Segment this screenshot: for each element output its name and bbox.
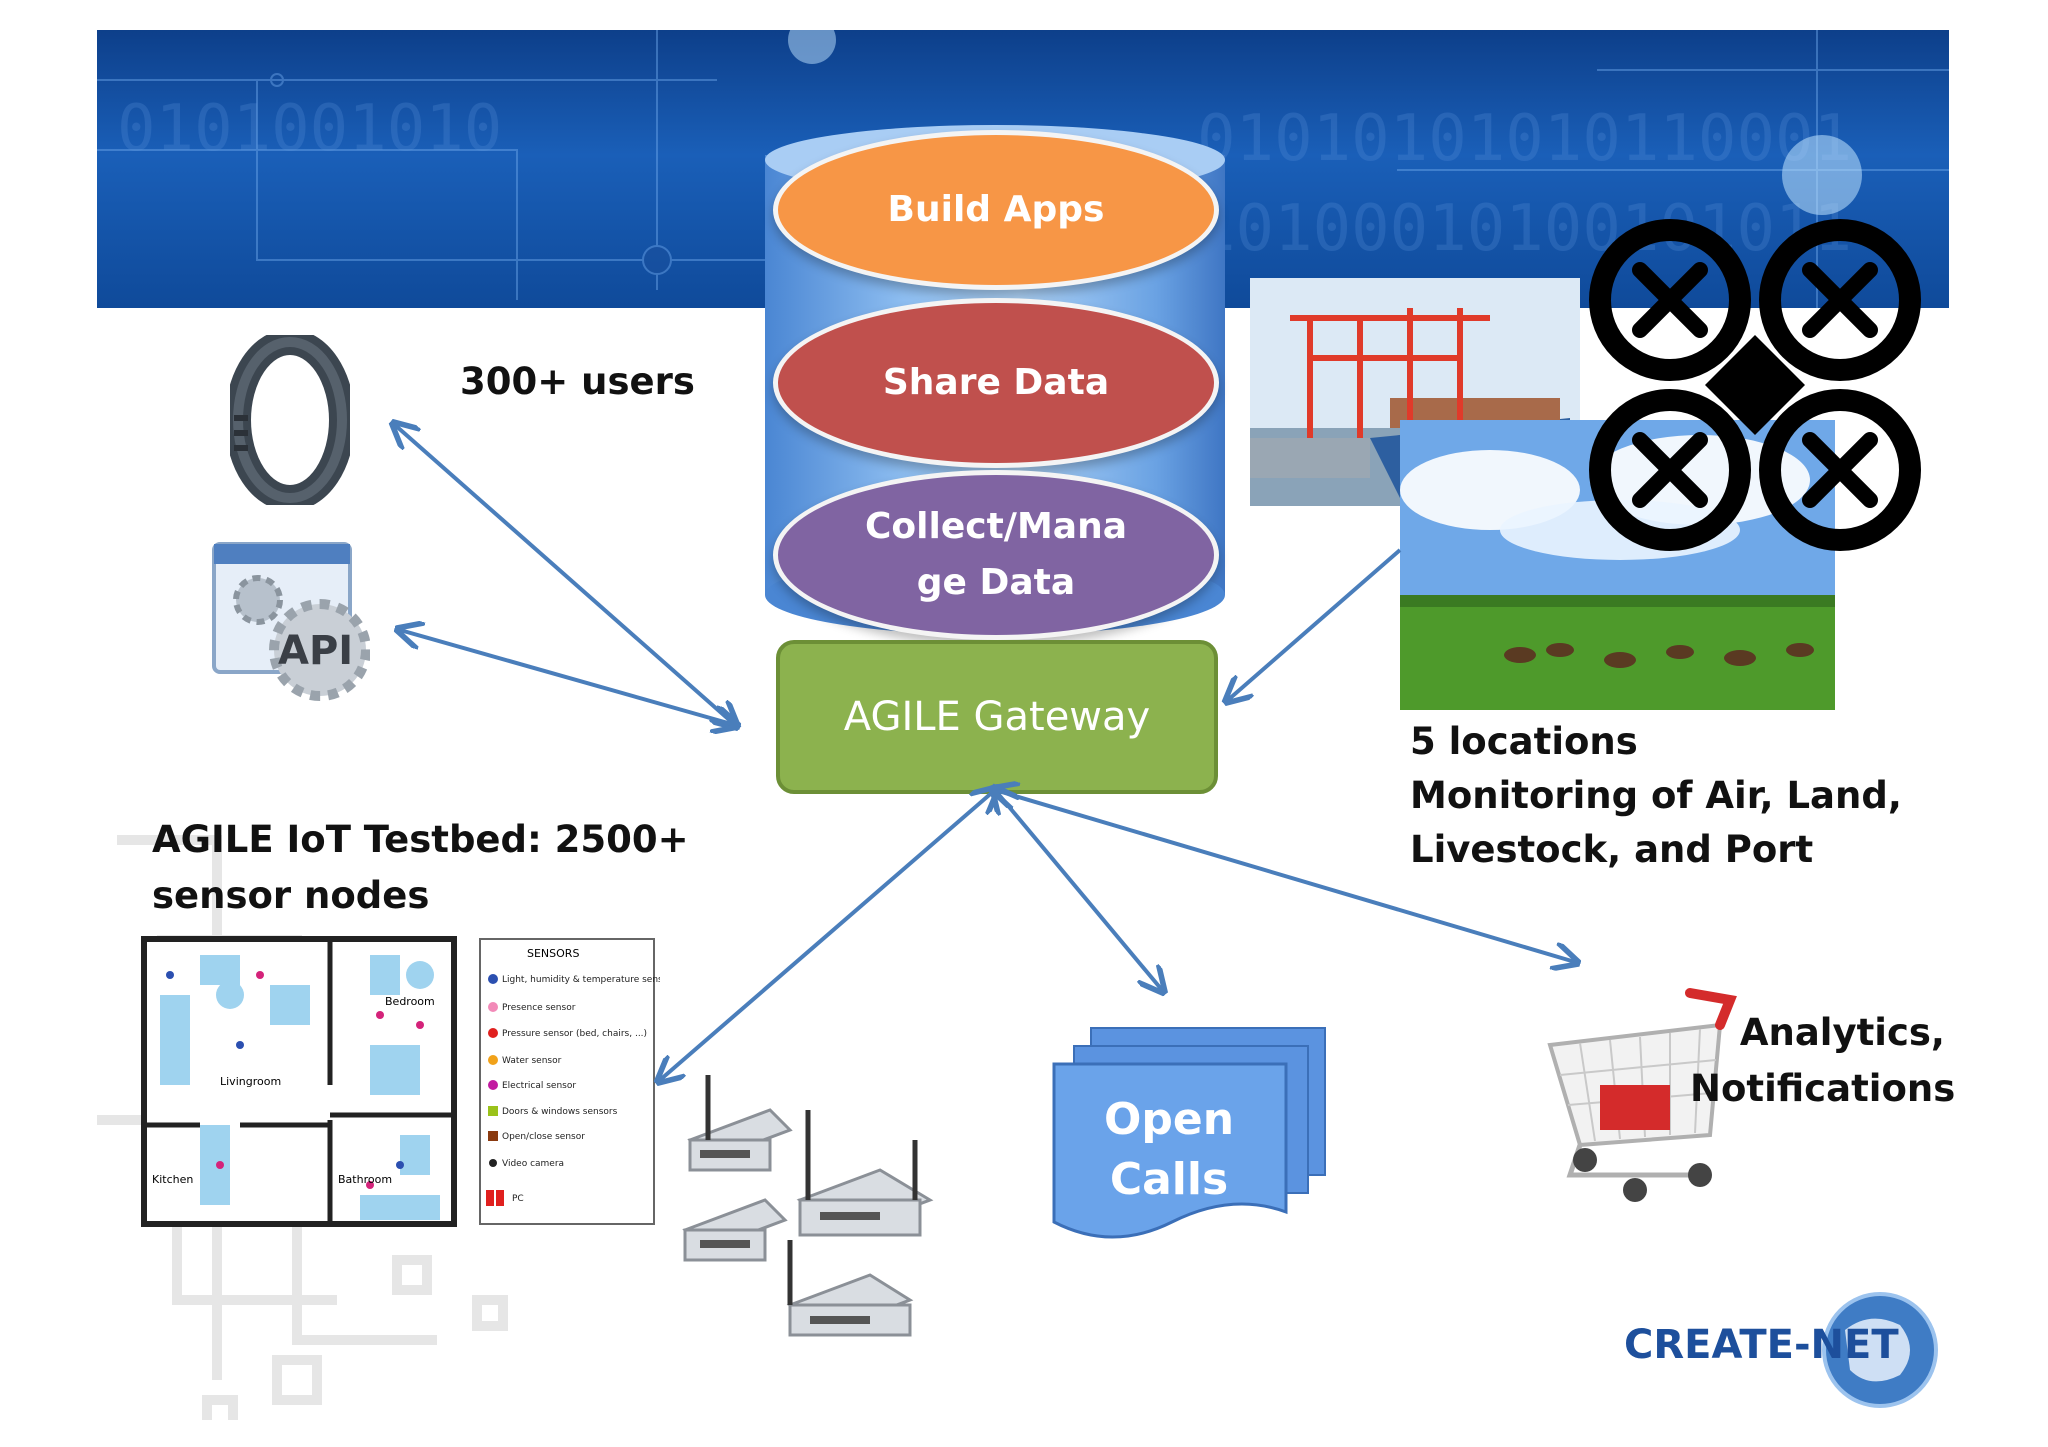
shopping-cart-icon [1547,988,1737,1202]
open-calls-label: Open Calls [1103,1094,1235,1205]
analytics-line-1: Analytics, [1739,1011,1945,1054]
collect-data-layer: Collect/Mana ge Data [773,470,1219,640]
drone-icon [1589,219,1921,551]
logo-text: CREATE-NET [1624,1322,1899,1368]
legend-item: Water sensor [502,1056,562,1066]
arrow-api [400,630,735,725]
arrow-field [1228,548,1402,700]
gateway-label: AGILE Gateway [843,694,1151,740]
locations-text: 5 locations Monitoring of Air, Land, Liv… [1410,715,1902,877]
svg-text:01010101010110001: 01010101010110001 [1197,102,1852,176]
arrow-opencalls [995,790,1162,990]
room-bedroom: Bedroom [385,995,435,1008]
legend-item: Doors & windows sensors [502,1107,618,1117]
agile-gateway-box: AGILE Gateway [776,640,1218,794]
legend-item: PC [512,1194,524,1204]
legend-item: Presence sensor [502,1003,576,1013]
analytics-text: Analytics, Notifications [1690,1005,1956,1117]
room-bathroom: Bathroom [338,1173,392,1186]
svg-text:0101001010: 0101001010 [117,92,502,166]
wireless-router-icon [682,1075,934,1337]
locations-line-3: Livestock, and Port [1410,828,1814,871]
api-label: API [278,628,354,674]
floorplan-diagram: Bedroom Livingroom Kitchen Bathroom SENS… [141,936,660,1227]
create-net-logo: CREATE-NET [1624,1292,1938,1408]
users-label: 300+ users [460,360,695,403]
arrow-users [395,425,735,725]
legend-item: Pressure sensor (bed, chairs, ...) [502,1029,647,1039]
legend-item: Electrical sensor [502,1081,576,1091]
legend-title: SENSORS [527,947,579,960]
room-livingroom: Livingroom [220,1075,281,1088]
build-apps-layer: Build Apps [773,130,1219,290]
header-banner: 01010101010110001 10100010100101011 0101… [97,30,1949,308]
fitness-band-icon [230,335,350,505]
open-calls-card-front [1052,1062,1288,1239]
build-apps-label: Build Apps [887,189,1105,230]
svg-text:10100010100101011: 10100010100101011 [1197,192,1852,266]
legend-item: Open/close sensor [502,1132,585,1142]
api-gears-icon [212,542,370,701]
collect-data-label: Collect/Mana ge Data [865,506,1127,603]
share-data-layer: Share Data [773,298,1219,468]
locations-line-1: 5 locations [1410,720,1638,763]
analytics-line-2: Notifications [1690,1067,1956,1110]
share-data-label: Share Data [882,362,1110,403]
legend-item: Light, humidity & temperature sensors [502,975,660,985]
testbed-label: AGILE IoT Testbed: 2500+ sensor nodes [152,818,689,917]
locations-line-2: Monitoring of Air, Land, [1410,774,1902,817]
room-kitchen: Kitchen [152,1173,193,1186]
legend-item: Video camera [502,1159,564,1169]
